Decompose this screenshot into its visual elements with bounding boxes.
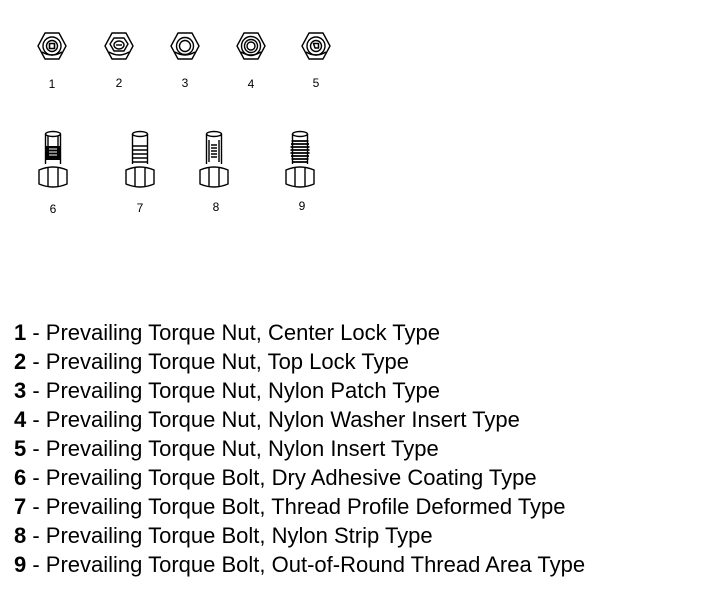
legend-number: 9 — [14, 552, 27, 577]
bolt-label-9: 9 — [298, 199, 306, 213]
legend-item: 3 - Prevailing Torque Nut, Nylon Patch T… — [14, 376, 585, 405]
legend-number: 2 — [14, 349, 27, 374]
legend-item: 5 - Prevailing Torque Nut, Nylon Insert … — [14, 434, 585, 463]
nylon-insert-nut-icon — [301, 32, 331, 60]
legend-item: 4 - Prevailing Torque Nut, Nylon Washer … — [14, 405, 585, 434]
legend-text: - Prevailing Torque Bolt, Thread Profile… — [26, 494, 566, 519]
legend-text: - Prevailing Torque Nut, Top Lock Type — [26, 349, 410, 374]
out-of-round-thread-bolt-icon — [285, 130, 315, 188]
legend-number: 8 — [14, 523, 27, 548]
legend-text: - Prevailing Torque Nut, Nylon Patch Typ… — [26, 378, 440, 403]
nut-label-3: 3 — [181, 76, 189, 90]
nylon-washer-insert-nut-icon — [236, 32, 266, 60]
legend-text: - Prevailing Torque Nut, Nylon Washer In… — [26, 407, 520, 432]
nut-label-5: 5 — [312, 76, 320, 90]
legend-number: 3 — [14, 378, 27, 403]
legend-item: 9 - Prevailing Torque Bolt, Out-of-Round… — [14, 550, 585, 579]
legend-number: 6 — [14, 465, 27, 490]
bolt-label-8: 8 — [212, 200, 220, 214]
fastener-legend: 1 - Prevailing Torque Nut, Center Lock T… — [14, 318, 585, 579]
legend-text: - Prevailing Torque Bolt, Nylon Strip Ty… — [26, 523, 433, 548]
nylon-strip-bolt-icon — [199, 130, 229, 188]
legend-number: 7 — [14, 494, 27, 519]
bolt-label-6: 6 — [49, 202, 57, 216]
legend-text: - Prevailing Torque Bolt, Out-of-Round T… — [26, 552, 586, 577]
thread-profile-deformed-bolt-icon — [125, 130, 155, 188]
legend-item: 2 - Prevailing Torque Nut, Top Lock Type — [14, 347, 585, 376]
center-lock-nut-icon — [37, 32, 67, 60]
legend-item: 8 - Prevailing Torque Bolt, Nylon Strip … — [14, 521, 585, 550]
legend-number: 5 — [14, 436, 27, 461]
nut-label-4: 4 — [247, 77, 255, 91]
nut-label-1: 1 — [48, 77, 56, 91]
nut-label-2: 2 — [115, 76, 123, 90]
legend-number: 1 — [14, 320, 27, 345]
bolt-label-7: 7 — [136, 201, 144, 215]
legend-text: - Prevailing Torque Bolt, Dry Adhesive C… — [26, 465, 537, 490]
legend-text: - Prevailing Torque Nut, Center Lock Typ… — [26, 320, 440, 345]
legend-number: 4 — [14, 407, 27, 432]
top-lock-nut-icon — [104, 32, 134, 60]
legend-text: - Prevailing Torque Nut, Nylon Insert Ty… — [26, 436, 439, 461]
legend-item: 7 - Prevailing Torque Bolt, Thread Profi… — [14, 492, 585, 521]
dry-adhesive-coating-bolt-icon — [38, 130, 68, 188]
nylon-patch-nut-icon — [170, 32, 200, 60]
legend-item: 6 - Prevailing Torque Bolt, Dry Adhesive… — [14, 463, 585, 492]
fastener-illustration — [37, 32, 331, 188]
legend-item: 1 - Prevailing Torque Nut, Center Lock T… — [14, 318, 585, 347]
